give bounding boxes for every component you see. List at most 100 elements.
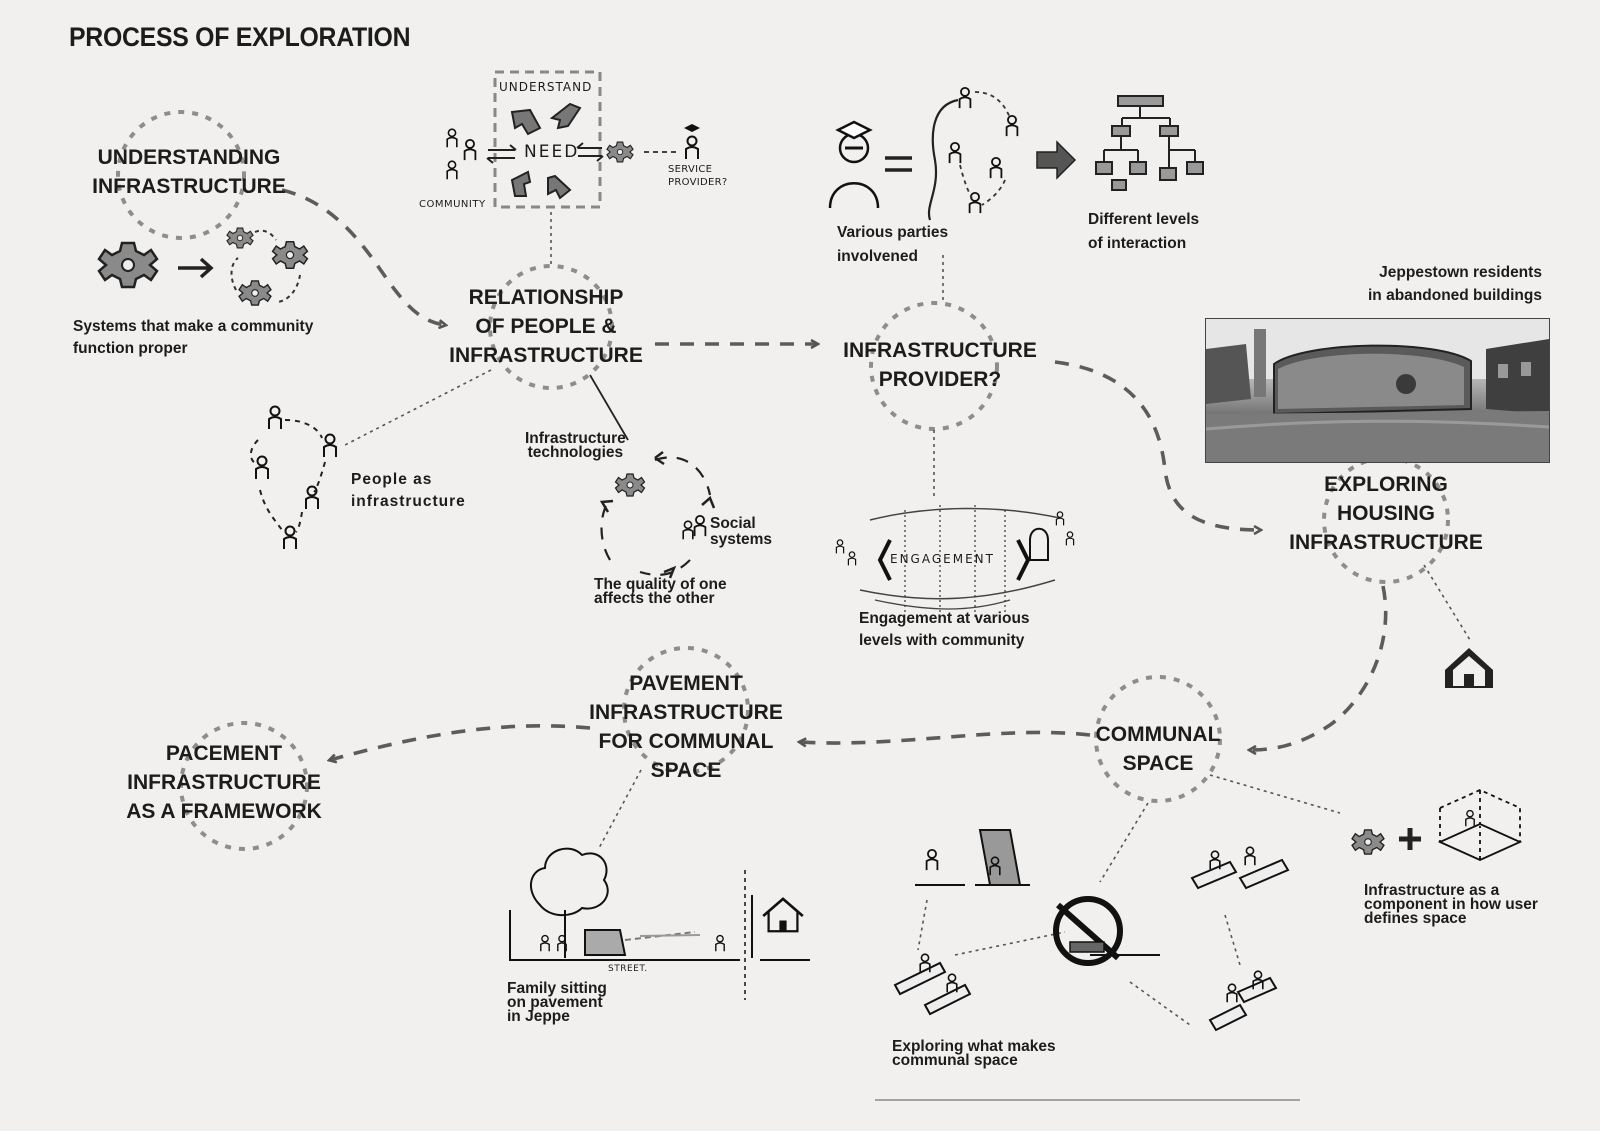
node-label-relationship: RELATIONSHIP OF PEOPLE & INFRASTRUCTURE (449, 286, 643, 367)
page-title: PROCESS OF EXPLORATION (69, 22, 411, 52)
jeppestown-photo (1205, 318, 1550, 463)
person-icon (989, 156, 1003, 180)
caption-quality: The quality of one affects the other (594, 576, 727, 607)
street-section-sketch (509, 847, 810, 1000)
gear-icon (226, 227, 254, 249)
house-icon (1445, 648, 1493, 688)
connector-line (597, 769, 642, 851)
connector-line (1129, 981, 1191, 1026)
graduate-person-icon (828, 120, 880, 209)
no-entry-icon (1053, 896, 1160, 966)
person-icon (268, 405, 282, 430)
node-circle-communal (1094, 675, 1222, 803)
flow-arrow (330, 724, 591, 760)
node-circle-pacement (179, 721, 309, 851)
caption-social: Social systems (710, 515, 773, 548)
gear-icon (614, 473, 646, 497)
person-icon (1055, 511, 1065, 527)
person-icon (835, 539, 845, 555)
sketch-label-community: COMMUNITY (419, 199, 486, 210)
person-icon (948, 141, 962, 165)
people-group-icon (682, 514, 707, 541)
photo-scene (1206, 319, 1549, 462)
flow-arrow (800, 730, 1091, 743)
sketch-label-service-provider: SERVICE PROVIDER? (668, 164, 728, 188)
bench-person-icon (1190, 858, 1290, 1032)
shade-structure-icon (975, 829, 1030, 886)
caption-infra-tech: Infrastructure technologies (525, 430, 626, 461)
connector-line (344, 369, 492, 446)
node-circle-housing (1322, 456, 1450, 584)
hierarchy-icon (1095, 95, 1204, 191)
engagement-sketch (835, 505, 1075, 618)
connector-line (1099, 802, 1149, 883)
node-circle-understanding (116, 110, 246, 240)
person-icon (1226, 983, 1238, 1004)
person-icon (1465, 809, 1475, 827)
node-circle-pavement (622, 646, 750, 774)
person-icon (847, 551, 857, 567)
person-icon (446, 160, 458, 180)
flow-arrow (1054, 360, 1260, 530)
node-label-communal: COMMUNAL SPACE (1095, 723, 1221, 775)
gear-icon (97, 241, 159, 289)
gear-icon (271, 241, 309, 269)
caption-jeppestown: Jeppestown residents in abandoned buildi… (1368, 264, 1542, 304)
node-label-pacement: PACEMENT INFRASTRUCTURE AS A FRAMEWORK (126, 742, 322, 823)
connector-line (1224, 914, 1241, 966)
understand-need-box (493, 70, 602, 209)
person-icon (1244, 846, 1256, 867)
person-icon (446, 128, 458, 148)
equals-icon (885, 156, 912, 172)
connector-line (1209, 774, 1341, 814)
right-arrow-icon (1036, 140, 1077, 180)
connector-line (1423, 564, 1471, 641)
person-icon (958, 86, 972, 109)
person-icon (305, 485, 319, 510)
bench-person-icon (893, 961, 972, 1016)
connector-line (589, 374, 629, 441)
plus-icon (1399, 828, 1421, 850)
node-circle-provider (869, 301, 999, 431)
caption-engagement: Engagement at various levels with commun… (859, 610, 1030, 649)
person-icon (715, 934, 725, 952)
flow-arrow (1250, 585, 1388, 750)
node-circle-relationship (488, 264, 614, 390)
graduate-person-icon (684, 124, 700, 160)
person-icon (463, 138, 477, 162)
node-label-understanding: UNDERSTANDING INFRASTRUCTURE (92, 146, 286, 198)
node-label-provider: INFRASTRUCTURE PROVIDER? (843, 339, 1037, 391)
house-icon (761, 897, 805, 933)
person-icon (283, 525, 297, 550)
sketch-label-engagement: ENGAGEMENT (890, 552, 995, 566)
right-arrow-icon (178, 257, 214, 279)
curved-arrow-icon (599, 451, 716, 579)
caption-family: Family sitting on pavement in Jeppe (507, 980, 607, 1025)
caption-people-as: People as infrastructure (351, 471, 466, 510)
connector-line (917, 899, 928, 951)
caption-component: Infrastructure as a component in how use… (1364, 882, 1538, 927)
gear-icon (606, 141, 634, 163)
exchange-arrow-icon (576, 142, 604, 162)
exchange-arrow-icon (486, 144, 517, 164)
caption-parties: Various parties involvened (837, 224, 949, 265)
sketch-label-need: NEED (524, 142, 580, 162)
person-icon (1065, 531, 1075, 547)
sketch-label-understand: UNDERSTAND (499, 80, 593, 94)
person-icon (323, 433, 337, 458)
caption-systems: Systems that make a community function p… (73, 318, 314, 357)
caption-exploring-communal: Exploring what makes communal space (892, 1038, 1056, 1069)
bracket-curve (927, 98, 959, 221)
connector-line (954, 931, 1066, 956)
space-cube-icon (1437, 789, 1523, 861)
person-icon (1005, 114, 1019, 138)
bench-person-icon (915, 848, 965, 886)
gear-icon (1351, 829, 1385, 855)
caption-levels: Different levels of interaction (1088, 211, 1200, 252)
node-label-pavement: PAVEMENT INFRASTRUCTURE FOR COMMUNAL SPA… (589, 672, 783, 782)
sketch-label-street: STREET. (608, 964, 648, 974)
person-icon (540, 934, 550, 952)
person-icon (255, 455, 269, 480)
node-label-housing: EXPLORING HOUSING INFRASTRUCTURE (1289, 473, 1483, 554)
